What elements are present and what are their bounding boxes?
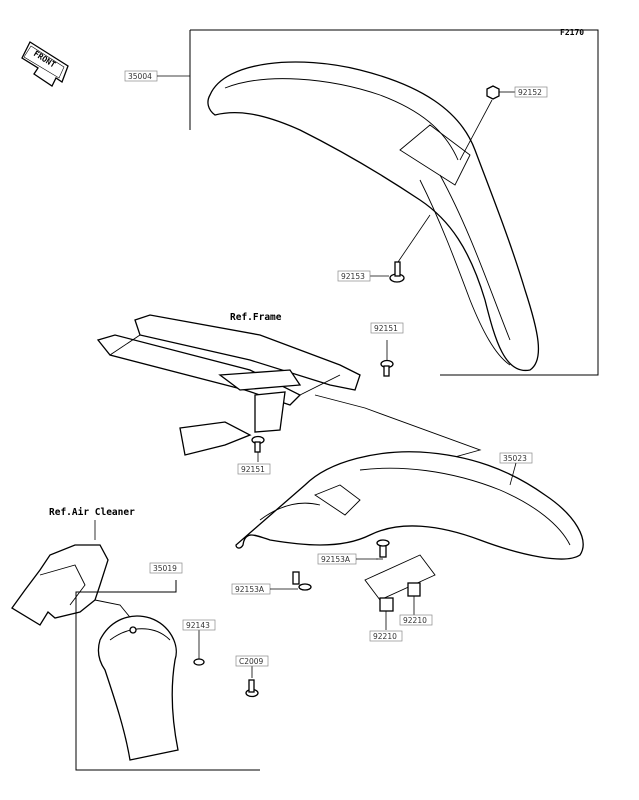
bolt-92151-upper [380, 340, 394, 377]
callout-35019: 35019 [149, 562, 183, 574]
bolt-92153 [370, 214, 431, 283]
bolt-92153a-a [376, 539, 390, 560]
callout-92153: 92153 [337, 270, 371, 282]
ref-air-cleaner-label: Ref.Air Cleaner [49, 507, 135, 518]
part-number: C2009 [239, 657, 264, 666]
callout-92152: 92152 [514, 86, 548, 98]
bolt-92151-lower [251, 435, 265, 462]
callout-35023: 35023 [499, 452, 533, 486]
part-number: 35004 [128, 72, 152, 81]
washer-92143 [193, 630, 205, 666]
callout-92153a-b: 92153A [231, 583, 298, 595]
part-number: 92153A [321, 555, 351, 564]
callout-92210-b: 92210 [399, 614, 433, 626]
part-number: 92143 [186, 621, 210, 630]
bolt-92153a-b [292, 571, 312, 591]
part-number: 35019 [153, 564, 177, 573]
part-number: 35023 [503, 454, 527, 463]
callout-92151-upper: 92151 [370, 322, 404, 334]
clip-92210 [364, 554, 436, 630]
rear-fender [235, 451, 584, 560]
front-fender-group-frame [190, 29, 599, 376]
callout-92143: 92143 [182, 619, 216, 631]
front-fender [207, 61, 540, 372]
part-number: 92151 [241, 465, 265, 474]
part-number: 92210 [373, 632, 397, 641]
part-number: 92210 [403, 616, 427, 625]
nut-92152 [459, 85, 515, 161]
ref-frame-label: Ref.Frame [230, 312, 282, 323]
part-number: 92153A [235, 585, 265, 594]
callout-92153a-a: 92153A [317, 553, 378, 565]
mud-flap [97, 615, 179, 761]
front-arrow-icon: FRONT [21, 41, 69, 87]
callout-92210-a: 92210 [369, 630, 403, 642]
part-number: 92152 [518, 88, 542, 97]
callout-92151-lower: 92151 [237, 463, 271, 475]
air-cleaner [11, 544, 109, 626]
part-number: 92153 [341, 272, 365, 281]
bolt-c2009 [245, 666, 259, 698]
callout-c2009: C2009 [235, 655, 269, 667]
part-number: 92151 [374, 324, 398, 333]
diagram-code: F2170 [560, 28, 584, 37]
frame-assembly [96, 314, 361, 456]
mud-flap-group-frame [75, 580, 260, 771]
callout-35004: 35004 [124, 70, 190, 82]
